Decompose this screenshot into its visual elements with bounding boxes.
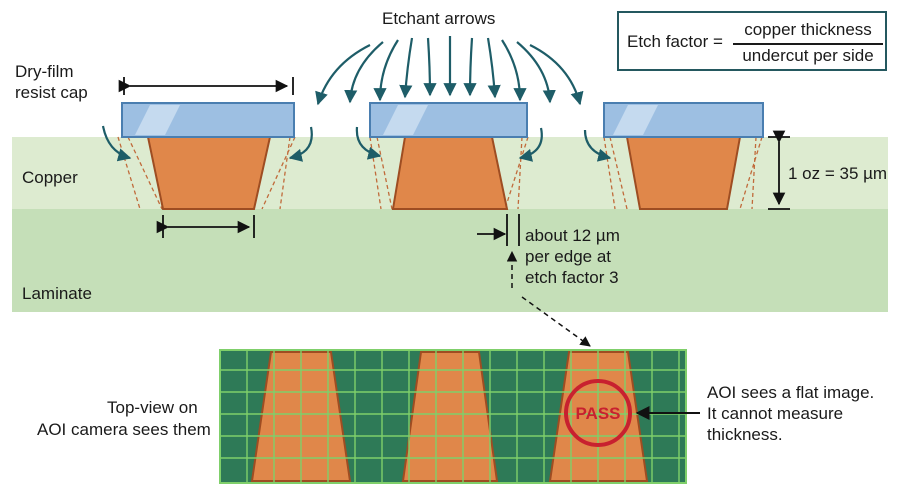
- formula-numerator: copper thickness: [744, 20, 872, 39]
- callout-dashes: [506, 250, 591, 347]
- aoi-label-line3: thickness.: [707, 425, 783, 444]
- topview-label-line2: AOI camera sees them: [37, 420, 211, 439]
- formula-fraction-bar: [733, 43, 883, 45]
- copper-label: Copper: [22, 168, 78, 187]
- undercut-label-line3: etch factor 3: [525, 268, 619, 287]
- resist-label-line2: resist cap: [15, 83, 88, 102]
- etch-factor-formula: Etch factor = copper thickness undercut …: [617, 11, 887, 71]
- topview-label-line1: Top-view on: [107, 398, 198, 417]
- side-curl-arrows: [101, 125, 612, 162]
- etchant-arrow-fan: [315, 36, 584, 106]
- copper-thickness-label: 1 oz = 35 µm: [788, 164, 888, 183]
- aoi-top-view: [219, 349, 687, 484]
- aoi-label-line2: It cannot measure: [707, 404, 844, 423]
- laminate-label: Laminate: [22, 284, 92, 303]
- undercut-label-line1: about 12 µm: [525, 226, 620, 245]
- copper-trace-3: [625, 136, 742, 210]
- pass-stamp: PASS: [564, 379, 632, 447]
- undercut-label-line2: per edge at: [525, 247, 612, 266]
- svg-text:PASS: PASS: [575, 404, 620, 423]
- ideal-outline-dashes: [117, 136, 763, 210]
- formula-denominator: undercut per side: [742, 46, 874, 65]
- etchant-arrows-label: Etchant arrows: [382, 9, 496, 28]
- laminate-band: [12, 209, 888, 312]
- copper-trace-1: [146, 136, 272, 210]
- aoi-label-line1: AOI sees a flat image.: [707, 383, 875, 402]
- resist-label-line1: Dry-film: [15, 62, 74, 81]
- copper-trace-2: [391, 136, 509, 210]
- resist-caps: [121, 102, 764, 138]
- formula-lhs: Etch factor =: [627, 32, 723, 51]
- dimension-arrows: [118, 77, 790, 246]
